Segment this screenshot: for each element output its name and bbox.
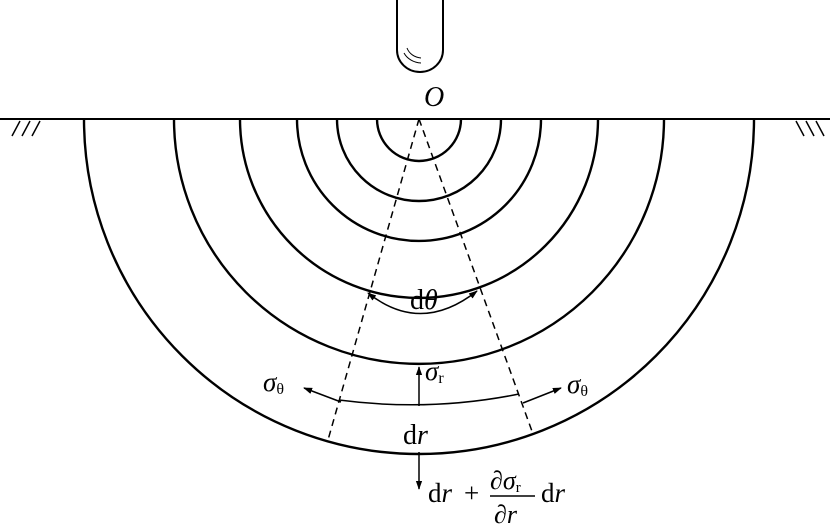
sigma-subscript: r (438, 370, 444, 387)
dr-d: d (403, 420, 417, 451)
radial-lines (327, 118, 534, 441)
sigma-theta-left-label: σθ (263, 367, 284, 398)
element-inner-arc (338, 393, 520, 406)
fraction-denominator: ∂r (494, 500, 518, 529)
wavefront-arc (335, 118, 503, 203)
ground-hatch-left (11, 120, 41, 137)
origin-label: O (424, 82, 444, 113)
sigma-theta-right-label: σθ (567, 369, 588, 400)
bottom-rhs: dr (541, 478, 566, 508)
sigma-subscript: θ (276, 381, 284, 398)
sigma-symbol: σ (263, 367, 278, 397)
projectile-icon (396, 0, 444, 73)
sigma-r-label: σr (425, 356, 444, 387)
dr-label: dr (403, 420, 428, 451)
sigma-theta-left-arrow (303, 387, 342, 403)
dtheta-d: d (410, 285, 424, 316)
bottom-plus: + (464, 478, 479, 508)
fraction-numerator: ∂σr (490, 466, 521, 496)
ground-hatch-right (795, 120, 825, 137)
bottom-expression: dr + ∂σr ∂r dr (428, 466, 566, 529)
dtheta-theta: θ (424, 285, 438, 316)
dr-r: r (417, 420, 428, 451)
wavefront-arc (172, 118, 666, 366)
sigma-subscript: θ (580, 383, 588, 400)
dtheta-label: dθ (410, 285, 438, 316)
wavefront-arc (295, 118, 543, 243)
sigma-symbol: σ (567, 369, 582, 399)
sigma-symbol: σ (425, 356, 440, 386)
radial-line-left (327, 118, 420, 441)
sigma-theta-right-arrow (522, 387, 562, 404)
dtheta-arc-arrow (367, 290, 478, 315)
wavefront-arc (375, 118, 463, 163)
bottom-lhs: dr (428, 478, 453, 508)
radial-line-right (418, 118, 534, 435)
wavefront-arc (238, 118, 600, 300)
